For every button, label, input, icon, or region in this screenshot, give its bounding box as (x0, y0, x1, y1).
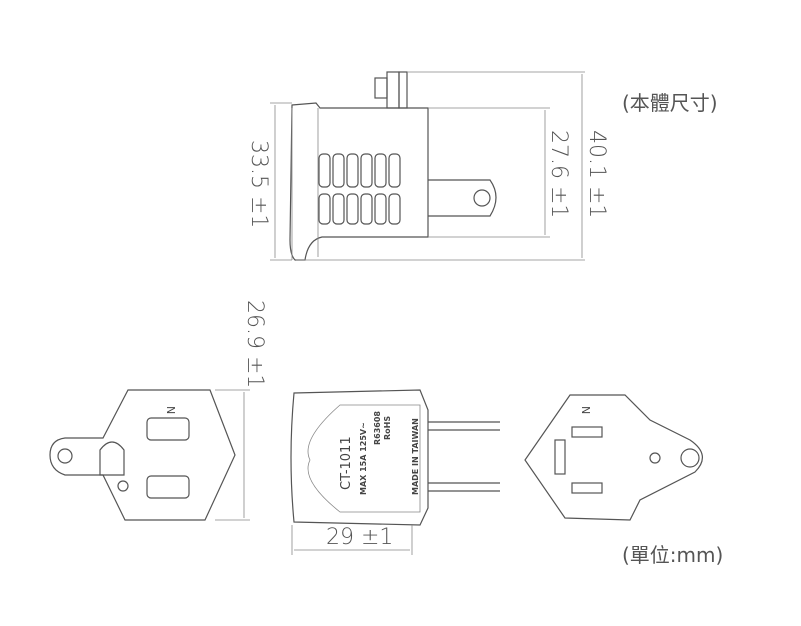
vent-slots (318, 153, 401, 225)
rohs-marking: RoHS (383, 416, 392, 440)
origin-marking: MADE IN TAIWAN (411, 418, 420, 495)
neutral-marking-front: N (164, 406, 177, 414)
dim-depth: 26.9 ±1 (242, 300, 267, 388)
front-view (49, 389, 250, 521)
neutral-marking-rear: N (579, 406, 592, 414)
unit-note: (單位:mm) (622, 543, 723, 567)
cert-marking: R63608 (373, 411, 382, 445)
dim-height-total: 40.1 ±1 (584, 130, 609, 218)
rating-marking: MAX 15A 125V~ (359, 422, 368, 495)
model-marking: CT-1011 (339, 436, 354, 490)
side-view (270, 71, 585, 261)
top-view: CT-1011 MAX 15A 125V~ R63608 RoHS MADE I… (290, 389, 500, 555)
dim-width: 29 ±1 (326, 525, 393, 550)
dim-height-inner: 27.6 ±1 (546, 130, 571, 218)
rear-view: N (524, 394, 703, 521)
dim-height-body: 33.5 ±1 (246, 140, 271, 228)
body-size-note: (本體尺寸) (622, 91, 718, 115)
